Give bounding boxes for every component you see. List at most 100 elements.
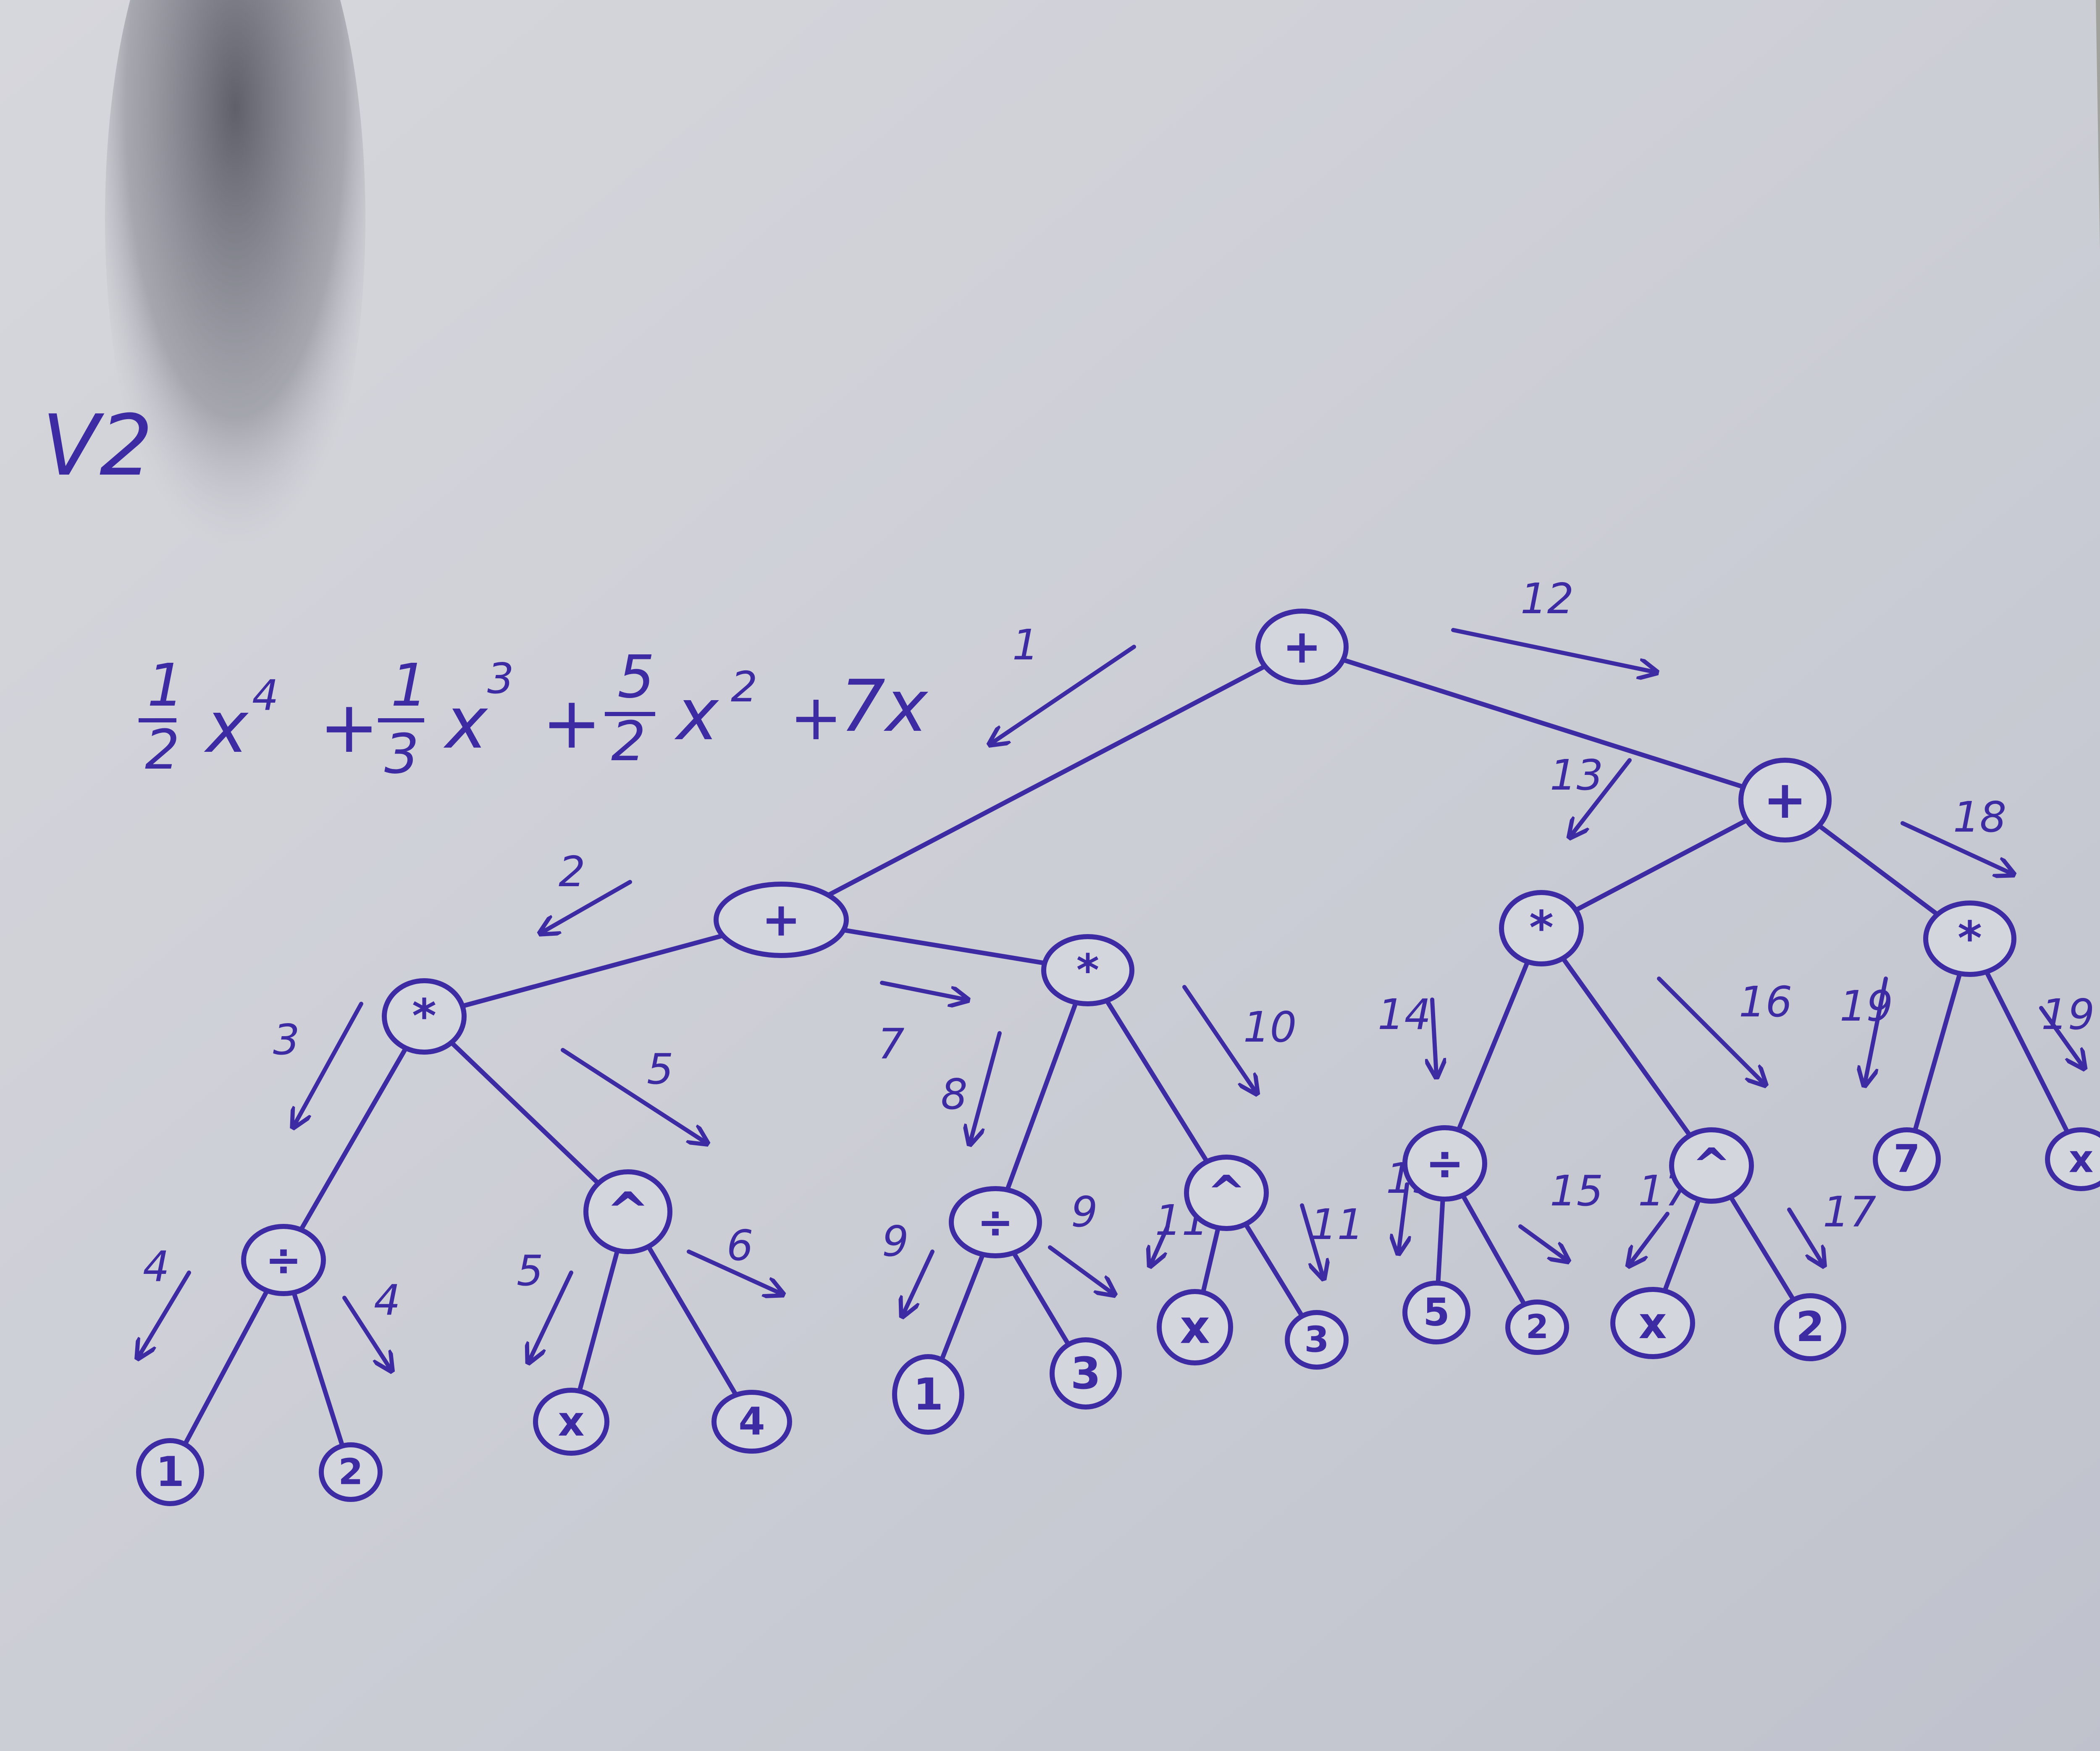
node-circle	[241, 1224, 326, 1296]
tree-edge	[1539, 798, 1788, 931]
tree-node-right-plus: +	[1738, 758, 1832, 843]
tree-edge	[281, 1014, 427, 1263]
tree-node-leaf-1a: 1	[136, 1438, 204, 1506]
traversal-arrow	[687, 1250, 781, 1294]
tree-node-pow-c: ^	[1669, 1127, 1754, 1204]
node-label: 3	[1071, 1348, 1101, 1399]
traversal-arrow	[1630, 1212, 1670, 1264]
page-label: V2	[42, 397, 153, 495]
traversal-arrow	[1451, 628, 1655, 672]
node-circle	[583, 1169, 672, 1254]
step-label: 19	[1840, 982, 1893, 1031]
tree-node-leaf-3b: 3	[1285, 1310, 1349, 1370]
plus-sign-2: +	[542, 682, 601, 765]
node-circle	[892, 1354, 964, 1435]
node-circle	[382, 978, 467, 1055]
node-circle	[1050, 1337, 1122, 1410]
tree-node-root: +	[1255, 609, 1349, 685]
traversal-arrow	[1151, 1224, 1170, 1264]
node-label: 2	[1796, 1303, 1824, 1351]
node-label: 1	[156, 1448, 184, 1496]
tree-node-leaf-xa: x	[533, 1388, 609, 1456]
node-circle	[1255, 609, 1349, 685]
node-circle	[1738, 758, 1832, 843]
finger-shadow	[105, 0, 365, 588]
node-label: 7	[1893, 1137, 1920, 1181]
term2-exponent: 3	[487, 654, 514, 703]
node-circle	[533, 1388, 609, 1456]
traversal-arrow	[542, 880, 632, 932]
tree-edge	[993, 968, 1090, 1225]
step-label: 12	[1520, 574, 1574, 623]
tree-node-leaf-2b: 2	[1505, 1299, 1569, 1355]
tree-edge	[281, 1257, 353, 1475]
step-label: 9	[882, 1217, 909, 1266]
tree-edge	[1299, 644, 1788, 803]
term2-variable: x	[443, 682, 488, 765]
node-label: *	[1076, 945, 1099, 996]
polynomial-expression: 1 2 x 4 + 1 3 x 3 + 5 2 x 2 + 7x	[139, 643, 929, 786]
node-circle	[2045, 1127, 2100, 1191]
node-label: ÷	[977, 1197, 1013, 1248]
tree-node-leaf-1b: 1	[892, 1354, 964, 1435]
node-label: +	[1282, 620, 1321, 674]
traversal-arrow	[1657, 977, 1764, 1084]
step-label: 19	[2041, 990, 2095, 1039]
plus-sign-1: +	[319, 686, 379, 769]
node-label: 2	[338, 1452, 363, 1493]
node-label: 4	[738, 1400, 765, 1444]
node-circle	[949, 1186, 1042, 1258]
term3-exponent: 2	[731, 662, 758, 711]
term1-exponent: 4	[252, 671, 279, 720]
node-circle	[1610, 1287, 1695, 1359]
node-label: x	[558, 1398, 584, 1446]
tree-edge	[1085, 968, 1229, 1195]
node-circle	[711, 1390, 792, 1454]
node-circle	[1157, 1289, 1233, 1365]
step-label: 11	[1310, 1200, 1364, 1249]
traversal-arrow	[970, 1031, 1002, 1142]
node-circle	[714, 882, 849, 958]
tree-node-pow-b: ^	[1184, 1155, 1269, 1231]
term3-denominator: 2	[611, 709, 646, 773]
term1-denominator: 2	[145, 718, 180, 782]
term1-variable: x	[204, 686, 249, 769]
node-label: *	[1958, 912, 1982, 966]
step-label: 9	[1071, 1187, 1098, 1236]
step-labels: 1234455678991011111213141515161717181919	[143, 574, 2095, 1325]
step-label: 1	[1012, 620, 1039, 669]
traversal-arrow	[1432, 998, 1436, 1075]
step-label: 5	[647, 1045, 674, 1094]
node-circle	[1669, 1127, 1754, 1204]
traversal-arrow	[294, 1002, 363, 1126]
step-label: 5	[517, 1246, 543, 1295]
tree-node-left-plus: +	[714, 882, 849, 958]
step-label: 13	[1550, 751, 1603, 800]
term3-variable: x	[674, 673, 719, 756]
tree-node-leaf-xd: x	[2045, 1127, 2100, 1191]
node-circle	[1774, 1293, 1846, 1361]
traversal-arrow	[1865, 977, 1888, 1084]
tree-node-div-a: ÷	[241, 1224, 326, 1296]
tree-node-mul-c: *	[1499, 890, 1584, 966]
traversal-arrow	[1048, 1245, 1113, 1294]
node-circle	[1285, 1310, 1349, 1370]
node-label: x	[2069, 1137, 2094, 1181]
tree-node-mul-b: *	[1041, 934, 1134, 1006]
tree-node-leaf-2c: 2	[1774, 1293, 1846, 1361]
node-circle	[1184, 1155, 1269, 1231]
tree-edge	[1442, 926, 1544, 1166]
node-label: x	[1638, 1297, 1667, 1349]
tree-node-leaf-4: 4	[711, 1390, 792, 1454]
node-label: x	[1180, 1300, 1210, 1355]
tree-node-mul-d: *	[1923, 900, 2016, 977]
tree-edge	[779, 644, 1305, 922]
step-label: 4	[143, 1242, 170, 1291]
tree-node-leaf-2a: 2	[319, 1442, 383, 1502]
traversal-arrow	[342, 1296, 391, 1369]
node-label: ^	[1692, 1139, 1731, 1193]
node-label: ^	[606, 1181, 650, 1242]
step-label: 10	[1243, 1003, 1297, 1052]
